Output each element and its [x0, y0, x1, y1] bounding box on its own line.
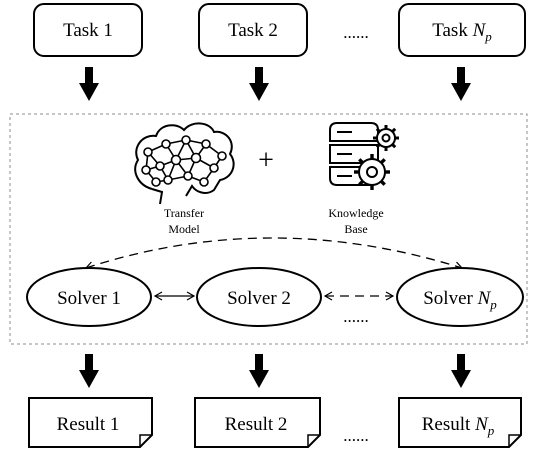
down-arrow-result-1: [79, 354, 99, 388]
solver-2-label: Solver 2: [227, 288, 291, 309]
solver-np-sub: p: [489, 297, 497, 312]
solver-1-label: Solver 1: [57, 288, 121, 309]
down-arrow-task-2: [249, 67, 269, 101]
result-2-label: Result 2: [225, 414, 288, 435]
task-box-1: Task 1: [33, 3, 143, 57]
knowledge-base-label-line2: Base: [344, 222, 367, 236]
down-arrow-result-np: [451, 354, 471, 388]
down-arrow-result-2: [249, 354, 269, 388]
tasks-ellipsis: ......: [343, 23, 369, 42]
result-doc-1: Result 1: [28, 397, 153, 448]
solver-system-container: [9, 113, 528, 345]
result-np-label: Result Np: [422, 414, 495, 438]
result-np-var: N: [474, 414, 489, 435]
results-ellipsis: ......: [343, 426, 369, 445]
task-box-np: Task Np: [398, 3, 526, 57]
solver-1-node: Solver 1: [26, 267, 152, 327]
knowledge-base-label-line1: Knowledge: [328, 206, 383, 220]
task-box-2: Task 2: [198, 3, 308, 57]
solver-np-var: N: [477, 288, 492, 309]
task-np-var: N: [472, 20, 487, 41]
result-doc-2: Result 2: [194, 397, 321, 448]
transfer-model-label-line2: Model: [168, 222, 200, 236]
task-2-label: Task 2: [228, 20, 278, 41]
database-gears-icon: [329, 122, 399, 190]
task-np-label: Task Np: [432, 20, 492, 44]
transfer-model-label-line1: Transfer: [164, 206, 204, 220]
solvers-ellipsis: ......: [343, 307, 369, 326]
knowledge-transfer-arc: [84, 237, 464, 271]
down-arrow-task-np: [451, 67, 471, 101]
result-1-label: Result 1: [57, 414, 120, 435]
down-arrow-task-1: [79, 67, 99, 101]
task-np-sub: p: [484, 29, 492, 44]
plus-sign: +: [258, 145, 274, 176]
task-np-base: Task: [432, 20, 472, 41]
brain-network-icon: [134, 122, 235, 205]
solver-np-node: Solver Np: [396, 267, 524, 327]
result-np-sub: p: [487, 423, 495, 438]
solver-np-label: Solver Np: [423, 288, 497, 312]
solver-np-base: Solver: [423, 288, 477, 309]
result-doc-np: Result Np: [398, 397, 522, 448]
task-1-label: Task 1: [63, 20, 113, 41]
solver-2-node: Solver 2: [196, 267, 322, 327]
result-np-base: Result: [422, 414, 475, 435]
